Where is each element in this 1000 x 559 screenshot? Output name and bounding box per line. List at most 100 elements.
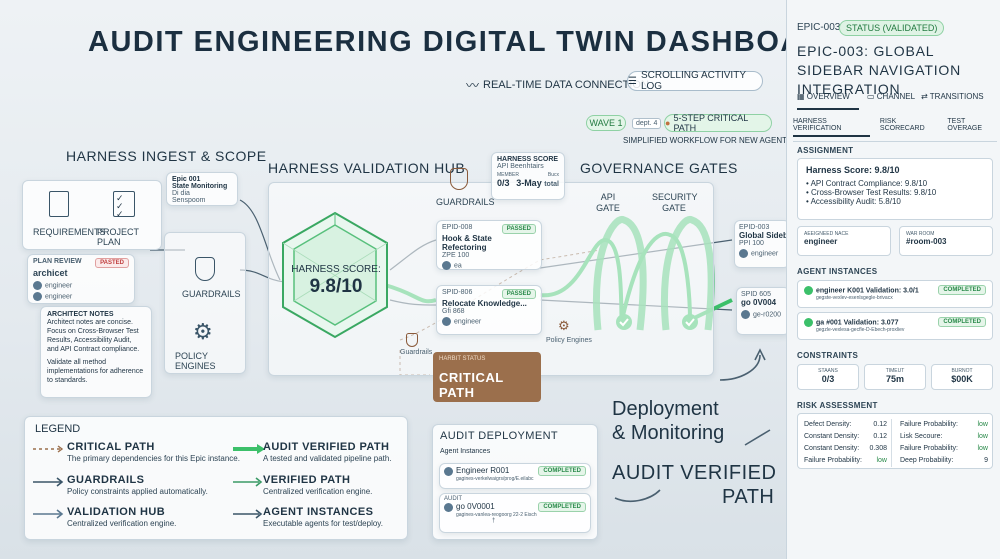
agent-row-r001[interactable]: Engineer R001 COMPLETED gagines-verkelwa… [439,463,591,489]
tab-channel[interactable]: ▭ CHANNEL [859,92,921,110]
ingest-docs-card: REQUIREMENTS ✓✓✓ PROJECT PLAN [22,180,162,250]
war-room-box[interactable]: WAR ROOM #room-003 [899,226,993,256]
avatar [444,467,453,476]
agent-row-0v0001[interactable]: AUDIT go 0V0001 COMPLETED gagines-vanlea… [439,493,591,533]
guardrails-small-label: Guardrails [400,349,432,356]
critical-path-button[interactable]: ● 5-STEP CRITICAL PATH [664,114,772,132]
policy-engines-label[interactable]: POLICY ENGINES [175,351,245,371]
completed-badge: COMPLETED [938,285,986,295]
hub-section-title: HARNESS VALIDATION HUB [268,160,465,176]
scrolling-log-button[interactable]: ☰ SCROLLING ACTIVITY LOG [627,71,763,91]
epic-806-card[interactable]: SPID-806 PASSED Relocate Knowledge... Gf… [436,285,542,335]
risk-assessment-box: Defect Density:0.12 Constant Density:0.1… [797,413,993,469]
harness-score-hexagon [280,210,390,340]
score-label: HARNESS SCORE: [288,264,384,275]
subtab-harness-verification[interactable]: HARNESS VERIFICATION [793,118,870,137]
policy-engines-small-label: Policy Engines [546,337,592,344]
panel-subtabs: HARNESS VERIFICATION RISK SCORECARD TEST… [793,118,997,142]
panel-agent-row[interactable]: ga #001 Validation: 3.077 COMPLETED gegz… [797,312,993,340]
deployment-label-2: & Monitoring [612,422,724,445]
constraints-header: CONSTRAINTS [797,351,858,360]
risk-header: RISK ASSESSMENT [797,401,878,410]
shield-icon [195,257,215,281]
avatar [442,261,451,270]
assigned-name-box[interactable]: AEEIGNEED NACE engineer [797,226,891,256]
grid-icon: ▦ [797,92,807,101]
avatar [442,317,451,326]
epic-001-card[interactable]: Epic 001 State Monitoring Di dia Senspoo… [166,172,238,206]
deploy-arrow [745,430,770,445]
verified-arrow [615,490,660,501]
project-plan-icon: ✓✓✓ [113,191,135,217]
assignment-header: ASSIGNMENT [797,146,853,155]
pasted-badge: PASTED [95,258,129,268]
ingest-controls-card: GUARDRAILS ⚙ POLICY ENGINES [164,232,246,374]
panel-tabs: ▦ OVERVIEW ▭ CHANNEL ⇄ TRANSITIONS [797,92,993,110]
deploy-arrow [720,355,760,380]
workflow-caption: SIMPLIFIED WORKFLOW FOR NEW AGENT [623,136,787,145]
wave-button[interactable]: WAVE 1 [586,115,626,131]
legend-title: LEGEND [35,423,80,435]
audit-verified-label-1: AUDIT VERIFIED [612,462,776,485]
completed-badge: COMPLETED [538,502,586,512]
small-shield-icon [406,333,418,347]
tab-overview[interactable]: ▦ OVERVIEW [797,92,859,110]
flame-icon: ● [665,118,670,128]
completed-badge: COMPLETED [538,466,586,476]
risk-right-column: Failure Probability:low Lisk Secoure:low… [900,419,988,467]
project-plan-label[interactable]: PROJECT PLAN [97,227,161,247]
realtime-indicator: 〰 REAL-TIME DATA CONNECTION [466,75,649,94]
panel-agent-row[interactable]: engineer K001 Validation: 3.0/1 COMPLETE… [797,280,993,308]
gear-icon: ⚙ [193,319,213,345]
score-value: 9.8/10 [288,276,384,298]
guardrails-label[interactable]: GUARDRAILS [182,289,241,299]
agent-instances-header: AGENT INSTANCES [797,267,877,276]
status-badge: STATUS (VALIDATED) [839,20,944,36]
tab-transitions[interactable]: ⇄ TRANSITIONS [921,92,993,110]
epic-detail-panel: EPIC-003 STATUS (VALIDATED) EPIC-003: GL… [786,0,1000,559]
list-icon: ☰ [628,76,637,87]
constraint-timeout: TIMEUT 75m [864,364,926,390]
risk-left-column: Defect Density:0.12 Constant Density:0.1… [804,419,892,467]
constraint-status: STAANS 0/3 [797,364,859,390]
epid-003-card[interactable]: EPID-003 Global Sidebar PPI 100 engineer [734,220,790,268]
status-dot-icon [804,286,813,295]
subtab-test-overage[interactable]: TEST OVERAGE [947,118,997,137]
screen-icon: ▭ [867,92,877,101]
epic-008-card[interactable]: EPID-008 PASSED Hook & State Refectoring… [436,220,542,270]
architect-notes-card: ARCHITECT NOTES Architect notes are conc… [40,306,152,398]
subtab-risk-scorecard[interactable]: RISK SCORECARD [880,118,938,137]
critical-path-box[interactable]: HARBIT STATUS CRITICAL PATH [433,352,541,402]
security-gate-label: SECURITY GATE [652,192,696,214]
audit-verified-label-2: PATH [722,486,774,509]
passed-badge: PASSED [502,289,536,299]
assignment-box: Harness Score: 9.8/10 • API Contract Com… [797,158,993,220]
swap-icon: ⇄ [921,92,930,101]
guardrails-shield-icon [450,168,468,190]
panel-epic-id: EPIC-003 [797,22,840,33]
spid-605-card[interactable]: SPID 605 go 0V004 ge-r0200 [736,287,790,335]
ingest-section-title: HARNESS INGEST & SCOPE [66,148,267,164]
small-gear-icon: ⚙ [558,318,570,334]
deployment-label-1: Deployment [612,398,719,421]
passed-badge: PASSED [502,224,536,234]
avatar [444,503,453,512]
plan-review-card[interactable]: PLAN REVIEW PASTED archicet engineer eng… [27,254,135,304]
api-gate-label: API GATE [592,192,624,214]
requirements-icon [49,191,69,217]
status-dot-icon [804,318,813,327]
requirements-label[interactable]: REQUIREMENTS [33,227,106,237]
hub-guardrails-label[interactable]: GUARDRAILS [436,197,495,207]
constraint-burnout: BURNOT $00K [931,364,993,390]
avatar [741,310,750,319]
avatar [33,281,42,290]
panel-title: EPIC-003: GLOBAL SIDEBAR NAVIGATION INTE… [797,42,993,99]
